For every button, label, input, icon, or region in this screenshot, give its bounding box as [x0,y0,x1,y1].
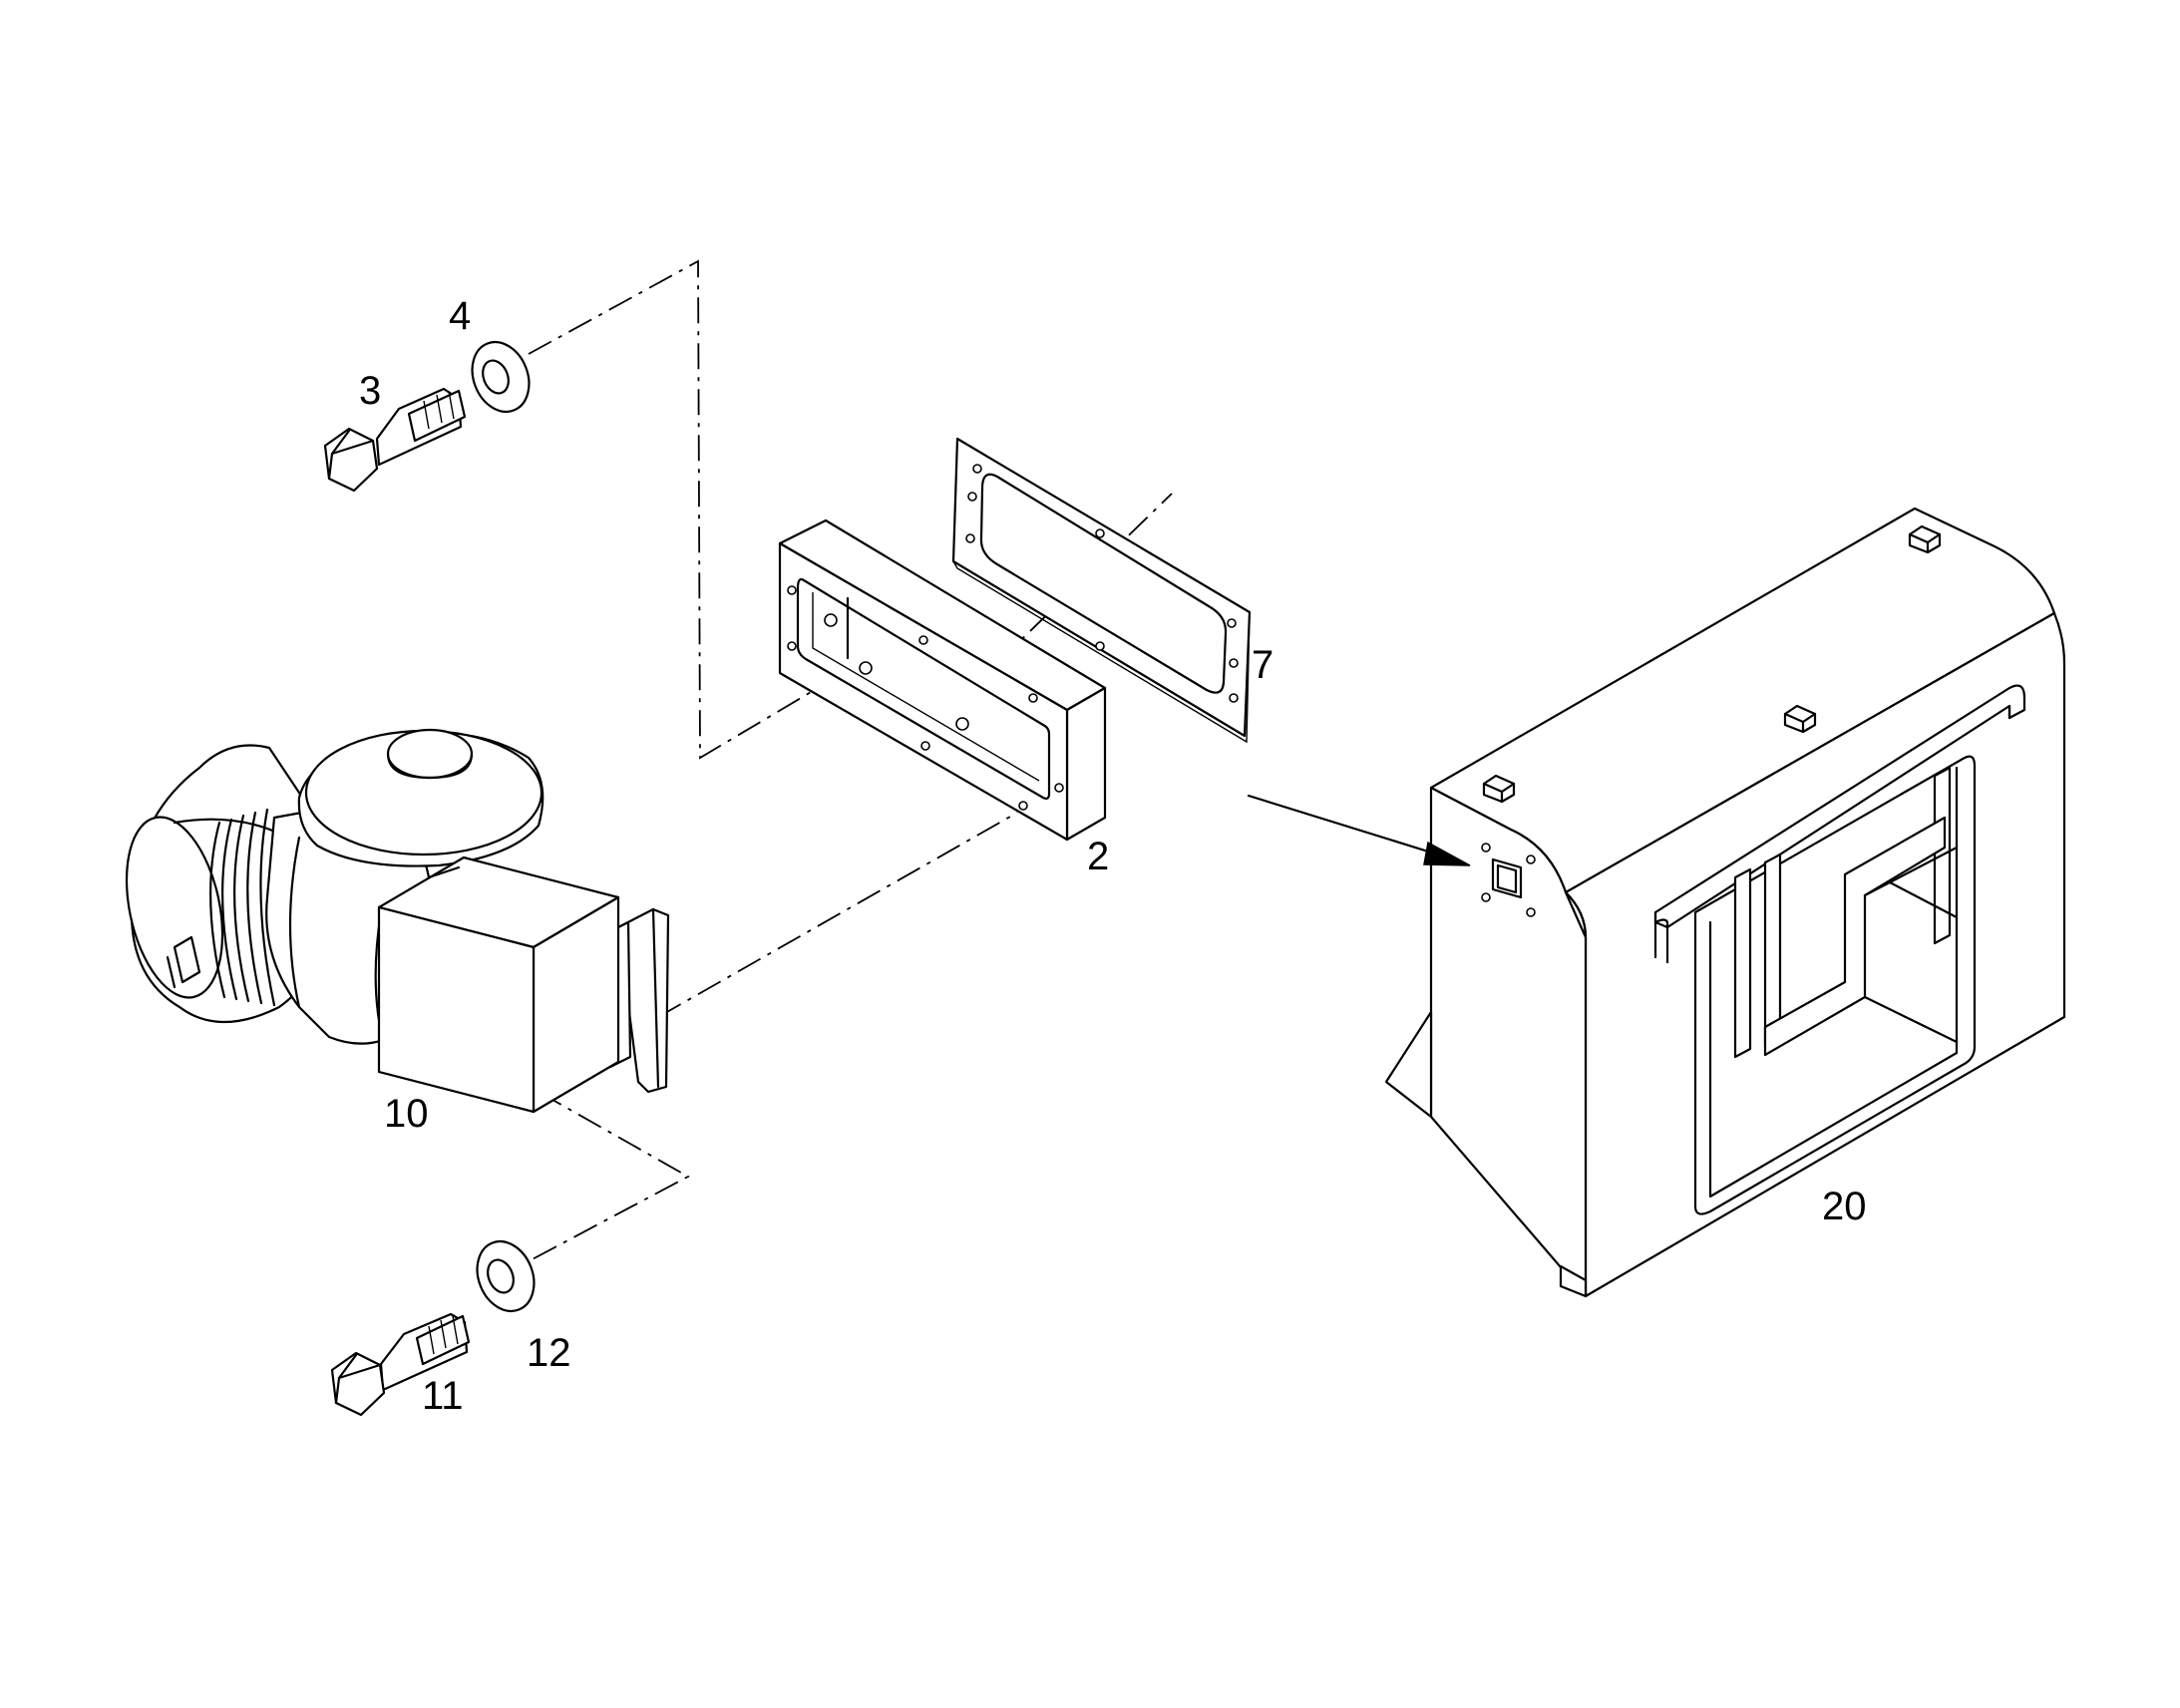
housing-20[interactable] [1384,507,2066,1298]
callout-20: 20 [1822,1185,1867,1228]
callout-2: 2 [1087,835,1109,878]
washer-4[interactable] [462,334,539,421]
gasket-7[interactable] [951,437,1252,744]
hex-bolt-3[interactable] [323,387,467,493]
mount-arrow [1247,794,1471,866]
actuator-assembly-10[interactable] [112,728,670,1114]
callout-4: 4 [449,294,471,338]
frame-adapter-2[interactable] [778,518,1107,842]
callout-11: 11 [422,1374,464,1418]
assembly-center-lines [528,259,1173,1262]
callout-labels: 2 3 4 7 10 11 12 20 [359,294,1867,1418]
callout-7: 7 [1252,643,1273,687]
callout-12: 12 [527,1331,571,1375]
washer-12[interactable] [467,1233,544,1320]
callout-10: 10 [384,1092,429,1136]
callout-3: 3 [359,369,381,413]
hex-bolt-11[interactable] [330,1312,471,1417]
